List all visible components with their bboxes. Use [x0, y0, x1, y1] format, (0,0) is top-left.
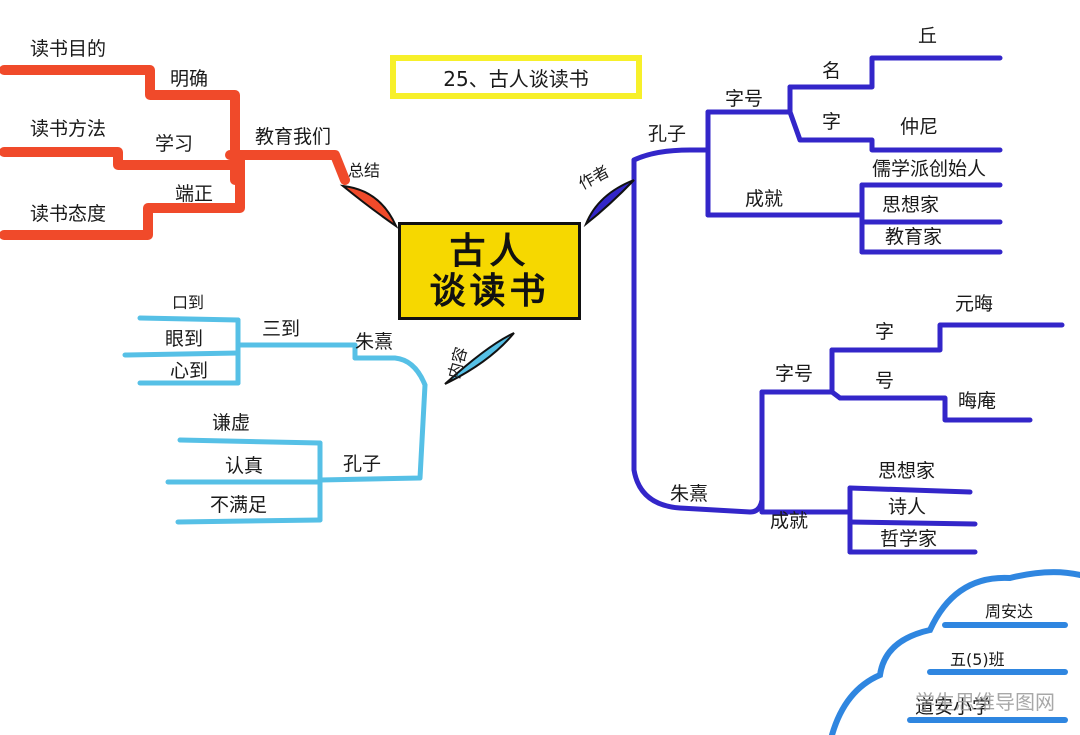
blue-line-zi2 — [829, 322, 1065, 353]
cyan-kongzi-name: 孔子 — [343, 453, 382, 475]
blue-zhuxi-achievement: 成就 — [770, 510, 809, 532]
cyan-line-zhuxi — [237, 342, 358, 361]
blue-zhuxi-zi-key: 字 — [875, 321, 895, 343]
blue-kongzi-ming-val: 丘 — [918, 25, 938, 47]
red-item-purpose-value: 明确 — [170, 68, 209, 90]
cyan-leaf-shape — [444, 332, 515, 385]
blue-zhuxi-hao-val: 晦庵 — [958, 390, 997, 412]
cyan-zhuxi-item-2: 眼到 — [165, 328, 204, 350]
blue-line-zi — [787, 109, 1003, 153]
red-line-hub — [225, 150, 350, 185]
cloud-outline — [829, 569, 1080, 735]
cyan-zhuxi-name: 朱熹 — [355, 331, 394, 353]
red-item-method-label: 读书方法 — [30, 118, 107, 140]
red-item-attitude-value: 端正 — [175, 183, 214, 205]
cyan-kongzi-item-1: 谦虚 — [212, 412, 251, 434]
blue-zhuxi-hao-key: 号 — [875, 370, 895, 392]
cyan-line-qian — [177, 437, 323, 446]
cyan-kongzi-item-2: 认真 — [225, 455, 264, 477]
cyan-zhuxi-item-3: 心到 — [170, 360, 209, 382]
red-line-purpose — [0, 65, 240, 185]
cyan-line-kongzi — [317, 382, 428, 483]
blue-branch-lines — [631, 55, 1065, 555]
cyan-zhuxi-hub: 三到 — [262, 318, 301, 340]
blue-kongzi-achv-1: 儒学派创始人 — [872, 158, 987, 180]
red-item-attitude-label: 读书态度 — [30, 203, 107, 225]
blue-line-ming — [787, 55, 1003, 90]
blue-line-zhuxi-zihao-spine — [829, 347, 843, 401]
blue-kongzi-name: 孔子 — [648, 123, 687, 145]
blue-zhuxi-achv-1: 思想家 — [878, 460, 936, 482]
blue-kongzi-zi-val: 仲尼 — [900, 116, 939, 138]
cyan-line-trunk — [352, 355, 428, 388]
blue-line-kongzi — [631, 147, 711, 163]
red-branch-lines — [0, 65, 350, 240]
blue-line-zachv-1 — [847, 485, 973, 495]
central-topic-line-1: 古人 — [449, 230, 530, 272]
red-item-purpose-label: 读书目的 — [30, 38, 107, 60]
cyan-line-kou — [137, 315, 241, 323]
red-line-method — [0, 147, 240, 170]
signature-cloud — [829, 569, 1080, 735]
signature-name: 周安达 — [985, 602, 1034, 621]
central-topic-line-2: 谈读书 — [429, 270, 550, 312]
blue-kongzi-ming-key: 名 — [822, 60, 842, 82]
title-box: 25、古人谈读书 — [390, 55, 642, 99]
blue-line-hao — [837, 395, 1033, 423]
cyan-line-bu — [175, 517, 323, 525]
signature-school: 道安小学 — [915, 696, 992, 718]
cyan-branch-lines — [122, 315, 428, 525]
blue-zhuxi-zihao: 字号 — [775, 363, 814, 385]
red-leaf-shape — [339, 184, 399, 229]
central-topic: 古人 谈读书 — [398, 222, 581, 320]
signature-class: 五(5)班 — [950, 650, 1005, 669]
blue-leaf-shape — [583, 179, 635, 228]
blue-zhuxi-achv-2: 诗人 — [888, 496, 927, 518]
blue-zhuxi-achv-3: 哲学家 — [880, 528, 938, 550]
red-line-attitude — [0, 150, 245, 240]
cyan-line-yan — [122, 350, 241, 358]
page-title: 25、古人谈读书 — [443, 66, 589, 91]
red-hub-label: 教育我们 — [255, 126, 332, 148]
red-item-method-value: 学习 — [155, 133, 194, 155]
red-root-label: 总结 — [348, 161, 381, 180]
blue-kongzi-achievement: 成就 — [745, 188, 784, 210]
blue-kongzi-achv-2: 思想家 — [882, 194, 940, 216]
blue-kongzi-zi-key: 字 — [822, 111, 842, 133]
blue-line-zachv-2 — [847, 519, 978, 527]
blue-zhuxi-name: 朱熹 — [670, 483, 709, 505]
blue-zhuxi-zi-val: 元晦 — [955, 293, 994, 315]
cyan-kongzi-item-3: 不满足 — [210, 494, 268, 516]
watermark-text: 学生思维导图网 — [915, 690, 1055, 714]
blue-kongzi-zihao: 字号 — [725, 88, 764, 110]
blue-kongzi-achv-3: 教育家 — [885, 226, 943, 248]
cyan-zhuxi-item-1: 口到 — [172, 293, 205, 312]
